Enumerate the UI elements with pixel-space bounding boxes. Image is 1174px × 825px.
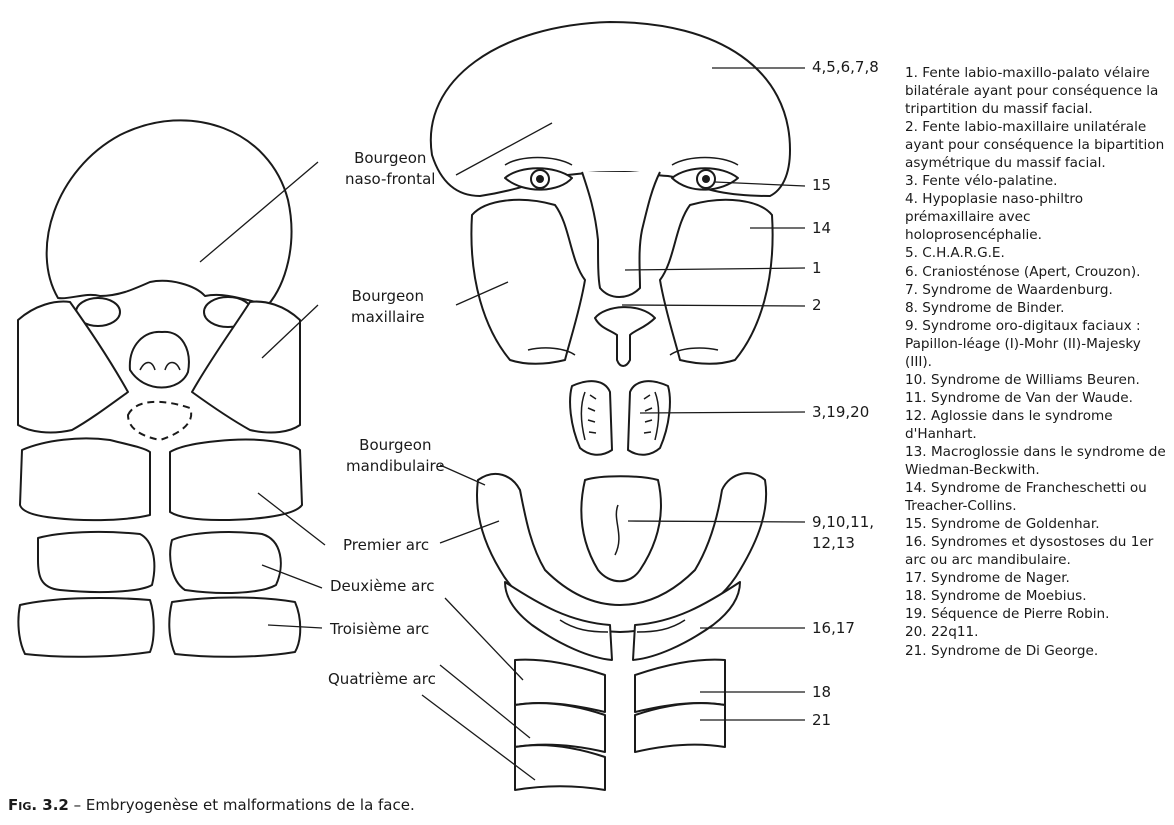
legend-item: 14. Syndrome de Francheschetti ou Treach… — [905, 479, 1170, 515]
legend-item: 21. Syndrome de Di George. — [905, 642, 1170, 660]
figure-caption-text: – Embryogenèse et malformations de la fa… — [74, 796, 415, 814]
ref-21: 21 — [812, 710, 831, 731]
ref-15: 15 — [812, 175, 831, 196]
legend-item: 9. Syndrome oro-digitaux faciaux : Papil… — [905, 317, 1170, 371]
right-arch-3 — [635, 703, 725, 752]
legend-item: 7. Syndrome de Waardenburg. — [905, 281, 1170, 299]
right-palatal-shelf — [628, 381, 670, 455]
left-third-arc — [18, 598, 153, 657]
ref-4-8: 4,5,6,7,8 — [812, 57, 879, 78]
legend-item: 10. Syndrome de Williams Beuren. — [905, 371, 1170, 389]
tongue — [581, 476, 661, 581]
philtrum — [595, 307, 655, 366]
legend-item: 1. Fente labio-maxillo-palato vélaire bi… — [905, 64, 1170, 118]
legend-item: 5. C.H.A.R.G.E. — [905, 244, 1170, 262]
label-deuxieme-arc: Deuxième arc — [330, 576, 434, 597]
legend-item: 20. 22q11. — [905, 623, 1170, 641]
legend-item: 8. Syndrome de Binder. — [905, 299, 1170, 317]
ref-18: 18 — [812, 682, 831, 703]
ref-3-19-20: 3,19,20 — [812, 402, 869, 423]
ref-1: 1 — [812, 258, 822, 279]
legend-item: 6. Craniosténose (Apert, Crouzon). — [905, 263, 1170, 281]
legend-item: 17. Syndrome de Nager. — [905, 569, 1170, 587]
legend-item: 11. Syndrome de Van der Waude. — [905, 389, 1170, 407]
legend-item: 4. Hypoplasie naso-philtro prémaxillaire… — [905, 190, 1170, 244]
stomodeum — [128, 402, 191, 440]
ref-14: 14 — [812, 218, 831, 239]
embryo-schematic — [18, 120, 302, 656]
label-premier-arc: Premier arc — [343, 535, 429, 556]
nose — [582, 172, 660, 297]
figure-caption: Fig. 3.2 – Embryogenèse et malformations… — [8, 796, 415, 814]
right-third-arc — [169, 598, 300, 657]
legend-item: 19. Séquence de Pierre Robin. — [905, 605, 1170, 623]
head-outline — [431, 22, 790, 196]
ref-2: 2 — [812, 295, 822, 316]
legend-item: 18. Syndrome de Moebius. — [905, 587, 1170, 605]
left-maxillary-bud — [471, 200, 585, 364]
legend-item: 13. Macroglossie dans le syndrome de Wie… — [905, 443, 1170, 479]
legend-item: 15. Syndrome de Goldenhar. — [905, 515, 1170, 533]
legend-item: 2. Fente labio-maxillaire unilatérale ay… — [905, 118, 1170, 172]
medial-nasal-process — [130, 332, 189, 388]
malformation-legend: 1. Fente labio-maxillo-palato vélaire bi… — [905, 64, 1170, 660]
left-mandibular-arc — [20, 438, 150, 520]
figure-number: Fig. 3.2 — [8, 796, 69, 814]
left-second-arc — [38, 532, 154, 592]
ref-16-17: 16,17 — [812, 618, 855, 639]
legend-item: 16. Syndromes et dysostoses du 1er arc o… — [905, 533, 1170, 569]
right-maxillary-bud — [660, 200, 773, 364]
left-palatal-shelf — [570, 381, 612, 455]
label-quatrieme-arc: Quatrième arc — [328, 669, 436, 690]
right-mandibular-arc — [170, 439, 302, 520]
label-troisieme-arc: Troisième arc — [330, 619, 429, 640]
legend-item: 3. Fente vélo-palatine. — [905, 172, 1170, 190]
legend-item: 12. Aglossie dans le syndrome d'Hanhart. — [905, 407, 1170, 443]
left-arch-4 — [515, 745, 605, 790]
frontal-prominence — [47, 120, 292, 305]
right-second-arc — [170, 532, 281, 593]
face-drawing — [431, 22, 790, 790]
ref-9-13: 9,10,11,12,13 — [812, 512, 874, 554]
